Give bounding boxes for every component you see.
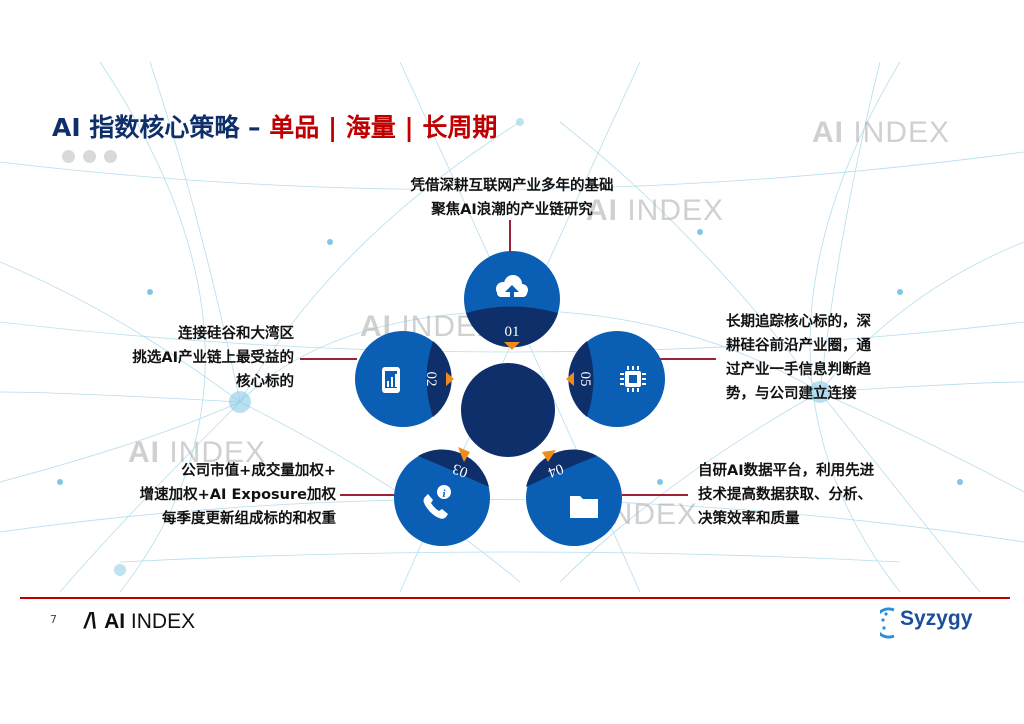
callout-left-upper: 连接硅谷和大湾区挑选AI产业链上最受益的核心标的 [132, 326, 294, 390]
cloud-upload-icon [496, 275, 528, 300]
petal-04: 04 [526, 449, 622, 546]
callout-right-lower: 自研AI数据平台，利用先进技术提高数据获取、分析、决策效率和质量 [698, 463, 875, 527]
watermark: AI INDEX [586, 194, 725, 227]
folder-icon [570, 496, 598, 518]
ai-logo-mark: /\ [84, 608, 97, 633]
petal-number: 05 [577, 372, 593, 387]
svg-text:i: i [442, 488, 446, 500]
petal-01: 01 [464, 251, 560, 350]
syzygy-logo-icon [880, 607, 895, 639]
page-number: 7 [50, 613, 57, 626]
petal-number: 03 [451, 460, 471, 480]
page-title: AI 指数核心策略 – 单品 | 海量 | 长周期 [52, 108, 497, 144]
decorative-dots [62, 148, 125, 167]
watermark: AI INDEX [128, 436, 267, 469]
petal-number: 04 [545, 460, 565, 480]
callout-right-upper: 长期追踪核心标的，深耕硅谷前沿产业圈，通过产业一手信息判断趋势，与公司建立连接 [726, 314, 871, 402]
petal-05: 05 [566, 331, 665, 427]
title-accent: 单品 | 海量 | 长周期 [269, 113, 498, 142]
footer-divider [20, 597, 1010, 599]
callout-top: 凭借深耕互联网产业多年的基础聚焦AI浪潮的产业链研究 [410, 178, 614, 218]
chip-icon [620, 366, 646, 392]
center-hub [461, 363, 555, 457]
phone-info-icon: i [423, 485, 451, 519]
petal-02: 02 [355, 331, 454, 427]
petal-number: 01 [505, 324, 520, 340]
title-main: AI 指数核心策略 – [52, 113, 270, 142]
callout-left-lower: 公司市值+成交量加权+增速加权+AI Exposure加权每季度更新组成标的和权… [139, 463, 336, 527]
footer-logo: /\ AI INDEX [84, 608, 196, 633]
brand-name: Syzygy [900, 607, 973, 630]
petal-number: 02 [423, 372, 439, 387]
watermark: AI INDEX [812, 116, 951, 149]
tablet-chart-icon [382, 367, 400, 393]
petal-03: i 03 [394, 447, 490, 546]
